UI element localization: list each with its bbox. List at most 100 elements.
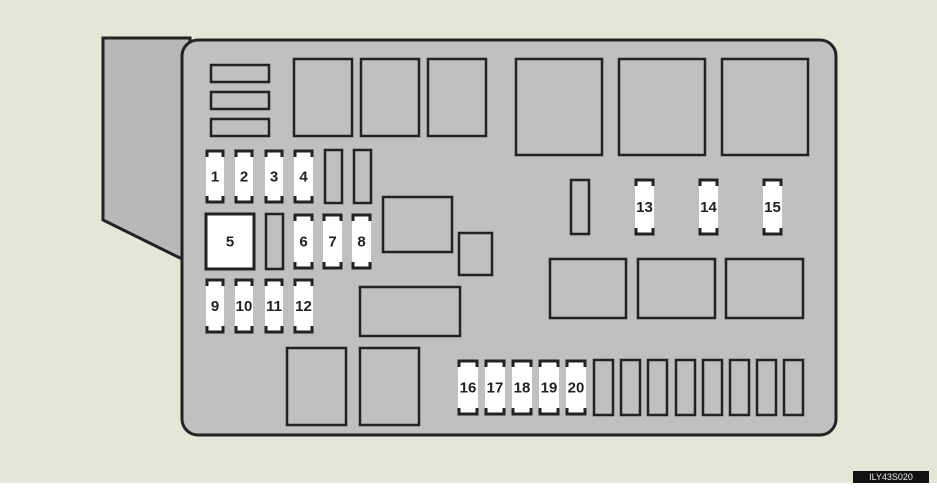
fuse-brackets <box>234 149 254 204</box>
fuse-brackets <box>234 278 254 334</box>
fuse-3[interactable]: 3 <box>264 149 284 204</box>
fuse-15[interactable]: 15 <box>762 178 783 236</box>
relay-slot <box>359 57 421 138</box>
fuse-16[interactable]: 16 <box>457 359 479 416</box>
fuse-number: 20 <box>568 380 585 397</box>
fuse-19[interactable]: 19 <box>538 359 560 416</box>
fuse-brackets <box>322 213 343 270</box>
relay-slot <box>381 195 454 254</box>
fuse-body <box>763 179 782 235</box>
fuse-number: 11 <box>266 298 282 315</box>
relay-slot <box>701 358 724 417</box>
relay-slot <box>514 57 604 157</box>
fuse-body <box>323 214 342 269</box>
fuse-12[interactable]: 12 <box>293 278 314 334</box>
fuse-body <box>539 360 559 415</box>
fuse-body <box>235 279 253 333</box>
fuse-14[interactable]: 14 <box>698 178 719 236</box>
relay-slot <box>209 90 271 111</box>
fuse-number: 12 <box>295 298 312 315</box>
fuse-7[interactable]: 7 <box>322 213 343 270</box>
fuse-11[interactable]: 11 <box>264 278 284 334</box>
fuse-number: 15 <box>764 199 781 216</box>
fuse-body <box>458 360 478 415</box>
fuse-brackets <box>293 278 314 334</box>
relay-slot <box>592 358 615 417</box>
relay-slot <box>569 178 591 236</box>
fuse-body <box>512 360 532 415</box>
relay-slot <box>755 358 778 417</box>
relay-slot <box>352 148 373 205</box>
fuse-brackets <box>457 359 479 416</box>
image-code: ILY43S020 <box>869 472 913 482</box>
fuse-17[interactable]: 17 <box>484 359 506 416</box>
relay-slot <box>285 346 348 427</box>
relay-slot <box>720 57 810 157</box>
fuse-body <box>352 214 371 269</box>
fuse-brackets <box>205 278 225 334</box>
fuse-18[interactable]: 18 <box>511 359 533 416</box>
fuse-brackets <box>293 213 314 270</box>
relay-slot <box>292 57 354 138</box>
fuse-20[interactable]: 20 <box>565 359 587 416</box>
fuse-8[interactable]: 8 <box>351 213 372 270</box>
relay-slot <box>636 257 717 320</box>
fuse-body <box>485 360 505 415</box>
fuse-brackets <box>264 278 284 334</box>
fuse-number: 19 <box>541 380 558 397</box>
fuse-5[interactable]: 5 <box>204 212 256 271</box>
fuse-1[interactable]: 1 <box>205 149 225 204</box>
fuse-number: 4 <box>299 169 308 186</box>
fuse-9[interactable]: 9 <box>205 278 225 334</box>
fuse-2[interactable]: 2 <box>234 149 254 204</box>
fuse-brackets <box>264 149 284 204</box>
fuse-brackets <box>205 149 225 204</box>
fuse-body <box>635 179 654 235</box>
fuse-number: 17 <box>487 380 504 397</box>
fuse-number: 2 <box>240 169 248 186</box>
side-tab <box>101 36 192 260</box>
fuse-body <box>265 150 283 203</box>
relay-slot <box>724 257 805 320</box>
fuse-brackets <box>351 213 372 270</box>
relay-slot <box>728 358 751 417</box>
relay-slot <box>323 148 344 205</box>
fuse-number: 7 <box>328 234 336 251</box>
fuse-6[interactable]: 6 <box>293 213 314 270</box>
fuse-body <box>206 279 224 333</box>
fuse-body <box>265 279 283 333</box>
fuse-body <box>235 150 253 203</box>
fuse-body <box>294 279 313 333</box>
fuse-number: 16 <box>460 380 477 397</box>
relay-slot <box>782 358 805 417</box>
relay-slot <box>674 358 697 417</box>
fuse-brackets <box>538 359 560 416</box>
fuse-number: 3 <box>270 169 278 186</box>
fuse-brackets <box>698 178 719 236</box>
fuse-number: 9 <box>211 298 219 315</box>
relay-slot <box>619 358 642 417</box>
fuse-number: 8 <box>357 234 365 251</box>
fuse-13[interactable]: 13 <box>634 178 655 236</box>
fuse-box-body <box>180 38 838 437</box>
fuse-number: 10 <box>236 298 253 315</box>
fuse-brackets <box>762 178 783 236</box>
relay-slot <box>457 231 494 277</box>
fuse-outline <box>204 212 256 271</box>
fuse-number: 14 <box>700 199 717 216</box>
fuse-number: 18 <box>514 380 531 397</box>
fuse-4[interactable]: 4 <box>293 149 314 204</box>
relay-slot <box>264 212 285 271</box>
fuse-10[interactable]: 10 <box>234 278 254 334</box>
fuse-brackets <box>511 359 533 416</box>
fuse-number: 6 <box>299 234 307 251</box>
relay-slot <box>548 257 628 320</box>
fuse-body <box>294 150 313 203</box>
fuse-body <box>699 179 718 235</box>
fuse-body <box>294 214 313 269</box>
relay-slot <box>617 57 707 157</box>
relay-slot <box>646 358 669 417</box>
